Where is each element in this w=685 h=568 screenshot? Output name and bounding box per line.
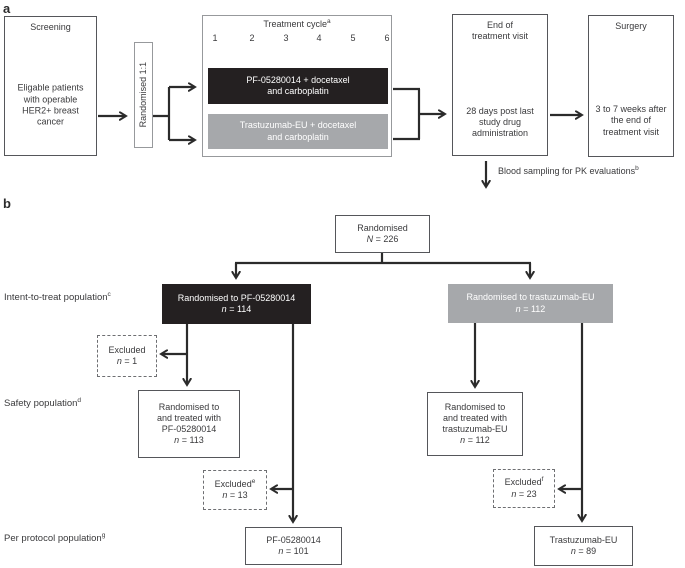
box-line: Randomised to PF-05280014 [177, 292, 296, 303]
safety-trastuzumab-box: Randomised to and treated with trastuzum… [427, 392, 523, 456]
box-line: treatment visit [602, 126, 660, 137]
cycle-number-5: 5 [350, 33, 356, 43]
arm-pf-box: PF-05280014 + docetaxel and carboplatin [208, 68, 388, 104]
excluded-e-box: Excludede n = 13 [203, 470, 267, 510]
treatment-cycle-title: Treatment cyclea [263, 18, 331, 29]
safety-pf-box: Randomised to and treated with PF-052800… [138, 390, 240, 458]
n-line: n = 13 [222, 490, 248, 500]
screening-body: Eligable patients with operable HER2+ br… [7, 83, 94, 128]
randomised-1-1-bar: Randomised 1:1 [134, 42, 153, 148]
row-label-itt: Intent-to-treat populationc [4, 290, 111, 303]
per-protocol-pf-box: PF-05280014 n = 101 [245, 527, 342, 565]
n-line: n = 114 [221, 304, 252, 314]
end-of-treatment-body: 28 days post last study drug administrat… [455, 106, 545, 140]
box-line: HER2+ breast [22, 105, 79, 116]
arm-trastuzumab-box: Trastuzumab-EU + docetaxel and carboplat… [208, 114, 388, 149]
box-line: and carboplatin [267, 131, 329, 142]
box-line: Trastuzumab-EU [549, 534, 618, 545]
panel-b-label: b [3, 196, 11, 211]
surgery-title: Surgery [615, 21, 647, 31]
box-line: trastuzumab-EU [442, 424, 508, 434]
itt-pf-box: Randomised to PF-05280014 n = 114 [162, 284, 311, 324]
n-line: n = 101 [278, 546, 309, 556]
blood-sampling-note: Blood sampling for PK evaluationsb [498, 165, 639, 176]
panel-a-label: a [3, 1, 11, 16]
cycle-number-4: 4 [316, 33, 322, 43]
treatment-cycle-box: Treatment cyclea 1 2 3 4 5 6 PF-05280014… [202, 15, 392, 157]
excluded-1-box: Excluded n = 1 [97, 335, 157, 377]
surgery-box: Surgery 3 to 7 weeks after the end of tr… [588, 15, 674, 157]
box-line: administration [471, 128, 529, 139]
n-line: n = 112 [515, 303, 546, 314]
end-of-treatment-box: End of treatment visit 28 days post last… [452, 14, 548, 156]
box-line: Excludedf [504, 476, 544, 488]
box-line: Excluded [108, 344, 146, 355]
blood-sampling-sup: b [635, 165, 639, 172]
box-line: Excludede [214, 477, 256, 489]
box-line: Eligable patients [17, 82, 84, 93]
box-line: Randomised to [158, 401, 220, 412]
box-line: and treated with [156, 412, 222, 423]
n-line: N = 226 [366, 234, 399, 244]
box-line: and carboplatin [267, 86, 329, 96]
row-label-safety: Safety populationd [4, 396, 82, 409]
box-line: the end of [610, 115, 652, 126]
cycle-number-6: 6 [384, 33, 390, 43]
cycle-number-2: 2 [249, 33, 255, 43]
treatment-cycle-title-sup: a [327, 18, 331, 25]
randomised-1-1-label: Randomised 1:1 [137, 62, 148, 128]
n-line: n = 113 [174, 435, 204, 446]
n-line: n = 23 [511, 488, 537, 499]
n-line: n = 112 [460, 435, 490, 446]
cycle-number-1: 1 [212, 33, 218, 43]
box-line: 3 to 7 weeks after [595, 104, 667, 115]
box-line: with operable [23, 94, 78, 105]
per-protocol-trastuzumab-box: Trastuzumab-EU n = 89 [534, 526, 633, 566]
screening-box: Screening Eligable patients with operabl… [4, 16, 97, 156]
box-line: PF-05280014 [266, 534, 321, 545]
box-line: Randomised [357, 222, 408, 233]
cycle-number-3: 3 [283, 33, 289, 43]
box-line: study drug [478, 117, 522, 128]
end-of-treatment-title: End of treatment visit [471, 20, 529, 42]
randomised-total-box: Randomised N = 226 [335, 215, 430, 253]
itt-trastuzumab-box: Randomised to trastuzumab-EU n = 112 [448, 284, 613, 323]
excluded-f-box: Excludedf n = 23 [493, 469, 555, 508]
box-line: Randomised to trastuzumab-EU [466, 292, 595, 303]
box-line: PF-05280014 + docetaxel [246, 74, 350, 85]
box-line: cancer [36, 116, 64, 127]
box-line: 28 days post last [466, 105, 534, 116]
box-line: Trastuzumab-EU + docetaxel [239, 120, 357, 131]
screening-title: Screening [30, 22, 71, 32]
box-line: PF-05280014 [161, 424, 217, 434]
row-label-per-protocol: Per protocol populationg [4, 531, 106, 544]
surgery-body: 3 to 7 weeks after the end of treatment … [591, 104, 671, 138]
n-line: n = 89 [570, 546, 597, 556]
n-line: n = 1 [116, 356, 138, 366]
box-line: Randomised to [444, 401, 506, 412]
box-line: and treated with [442, 412, 508, 423]
